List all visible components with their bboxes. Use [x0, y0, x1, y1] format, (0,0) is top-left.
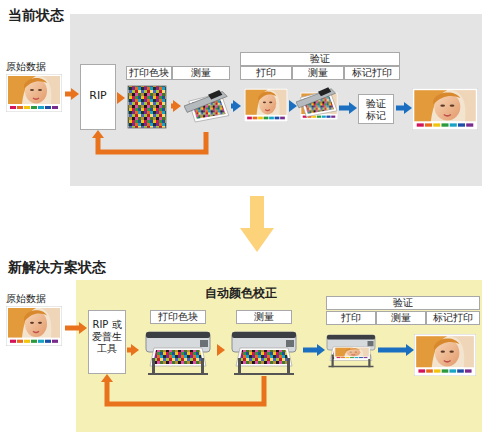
- panel-title: 自动颜色校正: [176, 286, 306, 301]
- image-label: 原始数据: [6, 60, 64, 73]
- column-header: 测量: [376, 311, 426, 325]
- column-header: 测量: [292, 66, 344, 80]
- column-header: 打印: [240, 66, 292, 80]
- column-header: 标记打印: [344, 66, 400, 80]
- rip-box: RIP: [80, 64, 116, 130]
- verify-group: 验证打印测量标记打印验证标记: [240, 52, 400, 132]
- verify-mark-print: 标记打印验证标记: [344, 66, 400, 132]
- column-header: 验证: [326, 296, 480, 310]
- patch-printer: 打印色块: [140, 310, 216, 376]
- column-header: 打印: [326, 311, 376, 325]
- source-photo: [6, 74, 62, 112]
- patch-step: 打印色块: [126, 66, 170, 132]
- verify-measure: 测量: [298, 66, 338, 132]
- source-photo: [6, 306, 62, 346]
- measure-printer: 测量: [226, 310, 302, 376]
- verify-mark-print: 标记打印: [426, 311, 480, 377]
- column-header: 标记打印: [426, 311, 480, 325]
- box-label: RIP: [81, 89, 115, 103]
- section-heading: 新解决方案状态: [8, 258, 128, 276]
- image-label: 原始数据: [6, 292, 64, 305]
- verify-print: 打印: [326, 311, 376, 377]
- verify-mark-box: 验证标记: [358, 94, 394, 124]
- solution-panel: 新解决方案状态自动颜色校正RIP 或 爱普生 工具打印色块测量验证打印测量标记打…: [76, 280, 482, 432]
- column-header: 测量: [236, 310, 292, 324]
- verify-print: 打印: [242, 66, 288, 132]
- verify-measure: 测量: [376, 311, 426, 377]
- transition-arrow: [240, 196, 274, 252]
- column-header: 打印色块: [150, 310, 206, 324]
- rip-tool-box: RIP 或 爱普生 工具: [88, 310, 126, 374]
- section-heading: 当前状态: [8, 6, 78, 24]
- column-header: 打印色块: [126, 66, 172, 80]
- source-image: 原始数据: [6, 60, 64, 114]
- box-label: 验证标记: [364, 98, 388, 122]
- column-header: 验证: [240, 52, 400, 66]
- verify-group: 验证打印测量标记打印: [326, 296, 480, 380]
- measure-step: 测量: [182, 66, 230, 132]
- state-panel: 当前状态RIP打印色块测量验证打印测量标记打印验证标记: [70, 14, 482, 186]
- box-label: RIP 或 爱普生 工具: [91, 319, 123, 355]
- source-image: 原始数据: [6, 292, 64, 350]
- column-header: 测量: [172, 66, 230, 80]
